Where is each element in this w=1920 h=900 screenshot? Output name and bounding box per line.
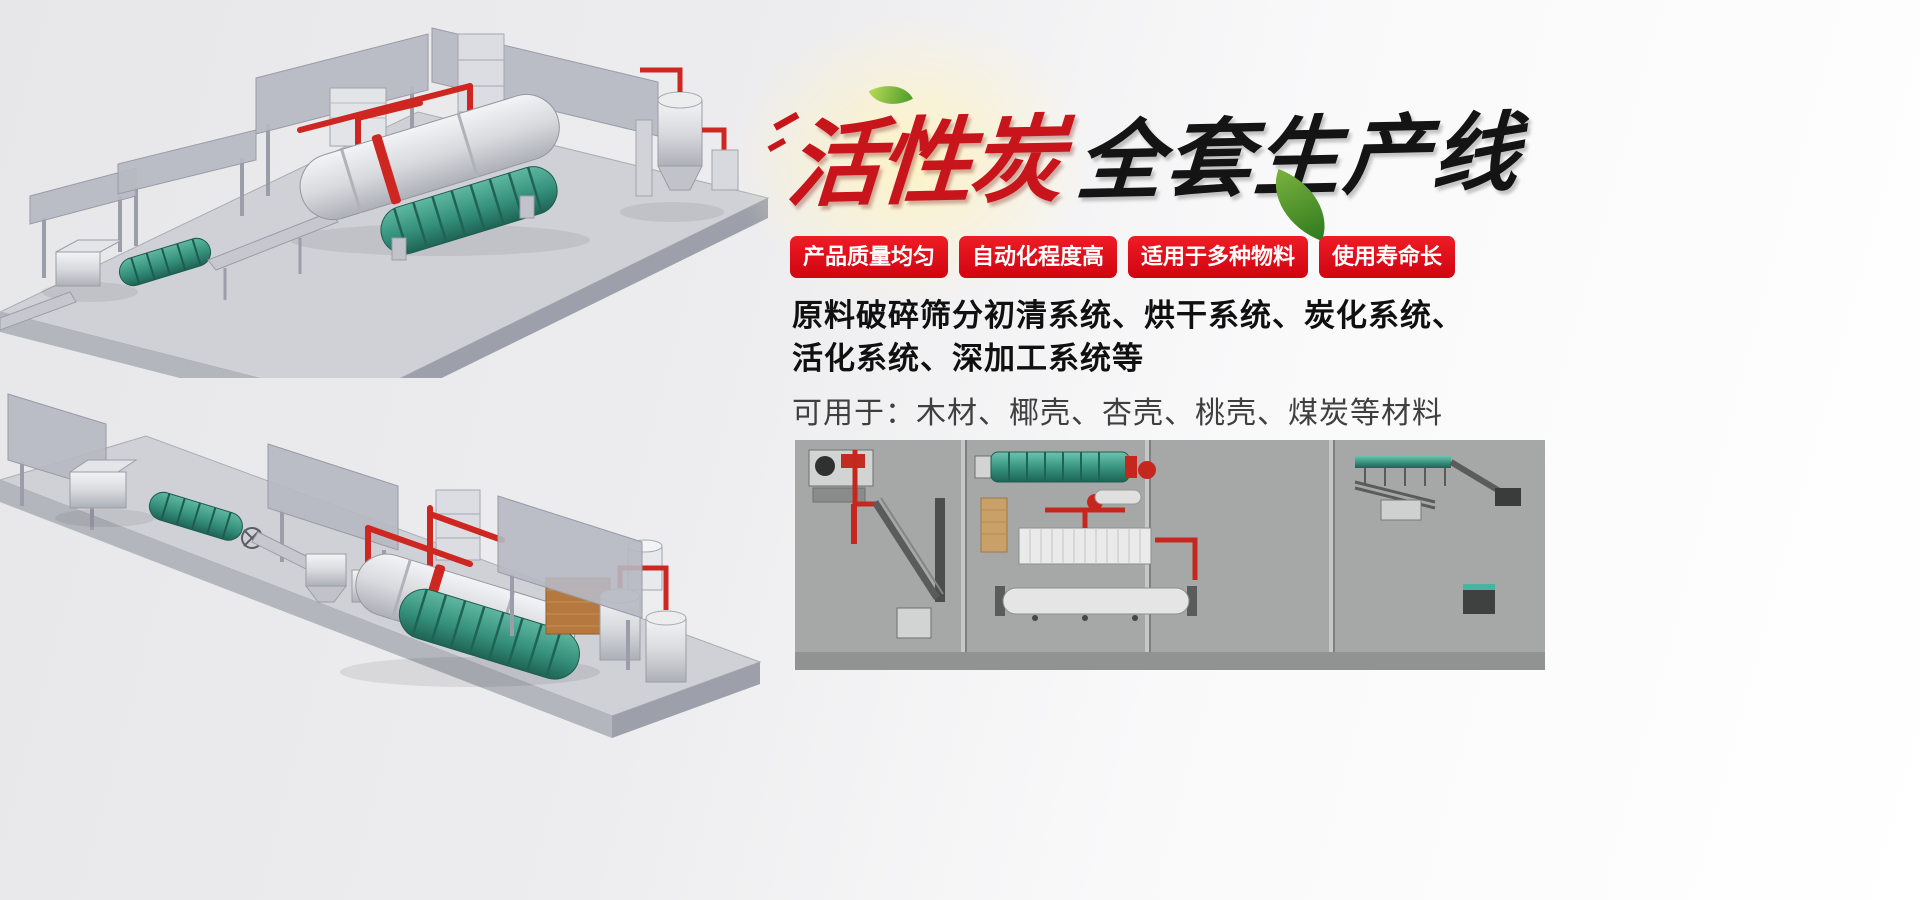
heat-exchanger xyxy=(1018,527,1152,565)
platform xyxy=(0,111,770,378)
packing-section xyxy=(1354,456,1521,614)
main-title: 活性炭 全套生产线 xyxy=(767,74,1525,241)
feature-badges: 产品质量均匀 自动化程度高 适用于多种物料 使用寿命长 xyxy=(790,236,1456,278)
activation-furnace-drum xyxy=(995,586,1197,621)
main-dryer-drum xyxy=(299,94,560,221)
badge-lifespan: 使用寿命长 xyxy=(1319,236,1456,278)
refractory-stack xyxy=(980,497,1008,553)
machinery-top xyxy=(0,33,739,331)
small-rotary-drum xyxy=(118,237,212,287)
banner-content: 活性炭 全套生产线 产品质量均匀 自动化程度高 适用于多种物料 使用寿命长 原料… xyxy=(732,0,1582,900)
title-red-text: 活性炭 xyxy=(784,106,1065,218)
red-piping xyxy=(365,505,505,577)
badge-materials: 适用于多种物料 xyxy=(1128,236,1309,278)
carbonization-drum xyxy=(974,451,1156,483)
badge-quality: 产品质量均匀 xyxy=(790,236,949,278)
red-piping xyxy=(1045,507,1198,580)
production-line-render-bottom xyxy=(0,393,762,738)
conveyor xyxy=(207,211,339,271)
materials-line: 可用于：木材、椰壳、杏壳、桃壳、煤炭等材料 xyxy=(792,397,1443,430)
control-box xyxy=(896,607,932,639)
description-block: 原料破碎筛分初清系统、烘干系统、炭化系统、 活化系统、深加工系统等 可用于：木材… xyxy=(792,294,1464,432)
bucket-elevator xyxy=(872,497,945,602)
description-line-2: 活化系统、深加工系统等 xyxy=(792,341,1144,376)
small-rotary-drum xyxy=(148,491,243,541)
front-wall xyxy=(497,495,643,670)
production-line-diagram xyxy=(795,440,1545,670)
ribbed-cooler-drum xyxy=(398,588,580,680)
crusher-cluster xyxy=(808,449,879,544)
description-line-1: 原料破碎筛分初清系统、烘干系统、炭化系统、 xyxy=(792,298,1464,333)
cyclone-tank xyxy=(657,91,703,191)
badge-automation: 自动化程度高 xyxy=(959,236,1118,278)
production-line-render-top xyxy=(0,27,770,378)
